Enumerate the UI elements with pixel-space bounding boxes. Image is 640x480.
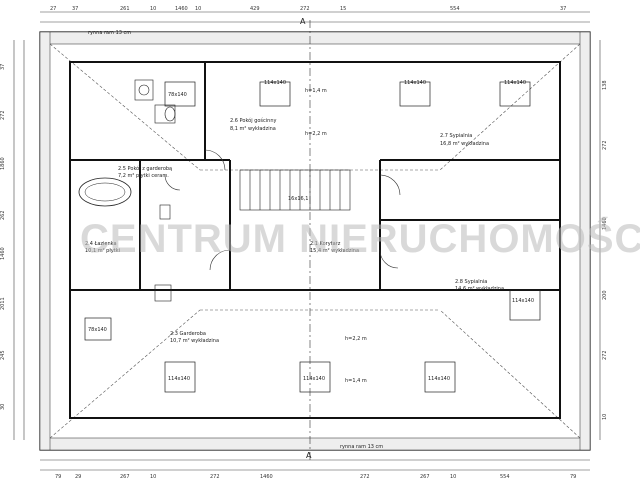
dim-right-0: 138 — [602, 80, 608, 90]
room-labels: 2.6 Pokój gościnny 8,1 m² wykładzina 2.7… — [85, 117, 504, 344]
walls — [69, 61, 561, 419]
window-label-6: 114x140 — [428, 376, 450, 382]
dim-left-2: 1860 — [0, 157, 6, 170]
dim-top-7: 272 — [300, 6, 310, 12]
dim-right-col: 138 272 1460 200 272 10 — [602, 80, 608, 420]
bath-fixtures — [134, 79, 176, 302]
height-note-1: h=1,4 m — [305, 88, 327, 94]
room-2-4-area: 10,1 m² płytki — [85, 248, 120, 254]
dim-bottom-4: 272 — [210, 474, 220, 480]
window-label-1: 114x140 — [404, 80, 426, 86]
room-2-5-area: 7,2 m² płytki ceram. — [118, 173, 169, 179]
roof-window-labels: 114x140 114x140 114x140 114x140 114x140 … — [88, 80, 534, 382]
section-marker-bottom: A — [306, 451, 312, 460]
staircase — [239, 169, 351, 211]
window-label-8: 78x140 — [168, 92, 187, 98]
dim-bottom-row: 79 29 267 10 272 1460 272 267 10 554 79 — [55, 474, 576, 480]
dim-bottom-2: 267 — [120, 474, 130, 480]
room-2-8-area: 14,6 m² wykładzina — [455, 286, 504, 292]
dim-left-4: 1460 — [0, 247, 6, 260]
dim-left-1: 272 — [0, 110, 6, 120]
dim-left-0: 37 — [0, 64, 6, 70]
dim-bottom-3: 10 — [150, 474, 156, 480]
dim-bottom-0: 79 — [55, 474, 61, 480]
room-2-3-id: 2.3 Garderoba — [170, 331, 206, 337]
dim-top-10: 37 — [560, 6, 566, 12]
dim-bottom-9: 554 — [500, 474, 510, 480]
room-2-3-area: 10,7 m² wykładzina — [170, 338, 219, 344]
height-notes: h=1,4 m h=2,2 m h=2,2 m h=1,4 m rynna ra… — [88, 30, 383, 450]
dim-top-9: 554 — [450, 6, 460, 12]
room-2-6-area: 8,1 m² wykładzina — [230, 126, 276, 132]
dim-top-3: 10 — [150, 6, 156, 12]
dim-right-3: 200 — [602, 290, 608, 300]
dim-top-2: 261 — [120, 6, 130, 12]
section-marker-top: A — [300, 17, 306, 26]
room-2-8-id: 2.8 Sypialnia — [455, 279, 487, 285]
dim-top-8: 15 — [340, 6, 346, 12]
dim-left-5: 2011 — [0, 297, 6, 310]
dim-top-1: 37 — [72, 6, 78, 12]
watermark: CENTRUM NIERUCHOMOŚCI — [80, 215, 640, 261]
top-eave-note: rynna ram 13 cm — [88, 30, 131, 36]
dimension-lines — [13, 11, 601, 471]
dim-bottom-8: 10 — [450, 474, 456, 480]
dim-bottom-1: 29 — [75, 474, 81, 480]
dim-right-1: 272 — [602, 140, 608, 150]
dim-left-3: 262 — [0, 210, 6, 220]
dim-right-5: 10 — [602, 414, 608, 420]
bathtub-inner — [84, 182, 126, 202]
room-2-7-area: 16,8 m² wykładzina — [440, 141, 489, 147]
dim-left-col: 37 272 1860 262 1460 2011 245 30 — [0, 64, 6, 410]
bathtub — [78, 177, 132, 207]
dim-bottom-7: 267 — [420, 474, 430, 480]
window-label-7: 78x140 — [88, 327, 107, 333]
room-2-5-id: 2.5 Pokój z garderobą — [118, 165, 172, 172]
room-2-7-id: 2.7 Sypialnia — [440, 133, 472, 139]
window-label-5: 114x140 — [303, 376, 325, 382]
room-2-6-id: 2.6 Pokój gościnny — [230, 117, 277, 124]
dim-bottom-6: 272 — [360, 474, 370, 480]
dim-top-6: 429 — [250, 6, 260, 12]
bottom-eave-note: rynna ram 13 cm — [340, 444, 383, 450]
room-2-1-id: 2.1 Korytarz — [310, 241, 341, 247]
window-label-2: 114x140 — [504, 80, 526, 86]
height-note-2: h=2,2 m — [305, 131, 327, 137]
height-note-3: h=2,2 m — [345, 336, 367, 342]
door-swings — [164, 149, 401, 271]
dim-bottom-5: 1460 — [260, 474, 273, 480]
dim-top-row: 27 37 261 10 1460 10 429 272 15 554 37 — [50, 6, 566, 12]
dim-top-5: 10 — [195, 6, 201, 12]
dim-bottom-10: 79 — [570, 474, 576, 480]
dim-left-6: 245 — [0, 350, 6, 360]
section-markers: A A — [300, 17, 312, 460]
room-2-1-area: 15,4 m² wykładzina — [310, 248, 359, 254]
roof-outline — [39, 31, 591, 451]
roof-windows — [84, 81, 541, 393]
dim-top-4: 1460 — [175, 6, 188, 12]
height-note-4: h=1,4 m — [345, 378, 367, 384]
room-2-4-id: 2.4 Łazienka — [85, 241, 117, 247]
dim-right-4: 272 — [602, 350, 608, 360]
dim-top-0: 27 — [50, 6, 56, 12]
dim-right-2: 1460 — [602, 217, 608, 230]
window-label-0: 114x140 — [264, 80, 286, 86]
window-label-3: 114x140 — [512, 298, 534, 304]
stair-label: 16x16,1 — [288, 196, 308, 202]
dim-left-7: 30 — [0, 404, 6, 410]
window-label-4: 114x140 — [168, 376, 190, 382]
